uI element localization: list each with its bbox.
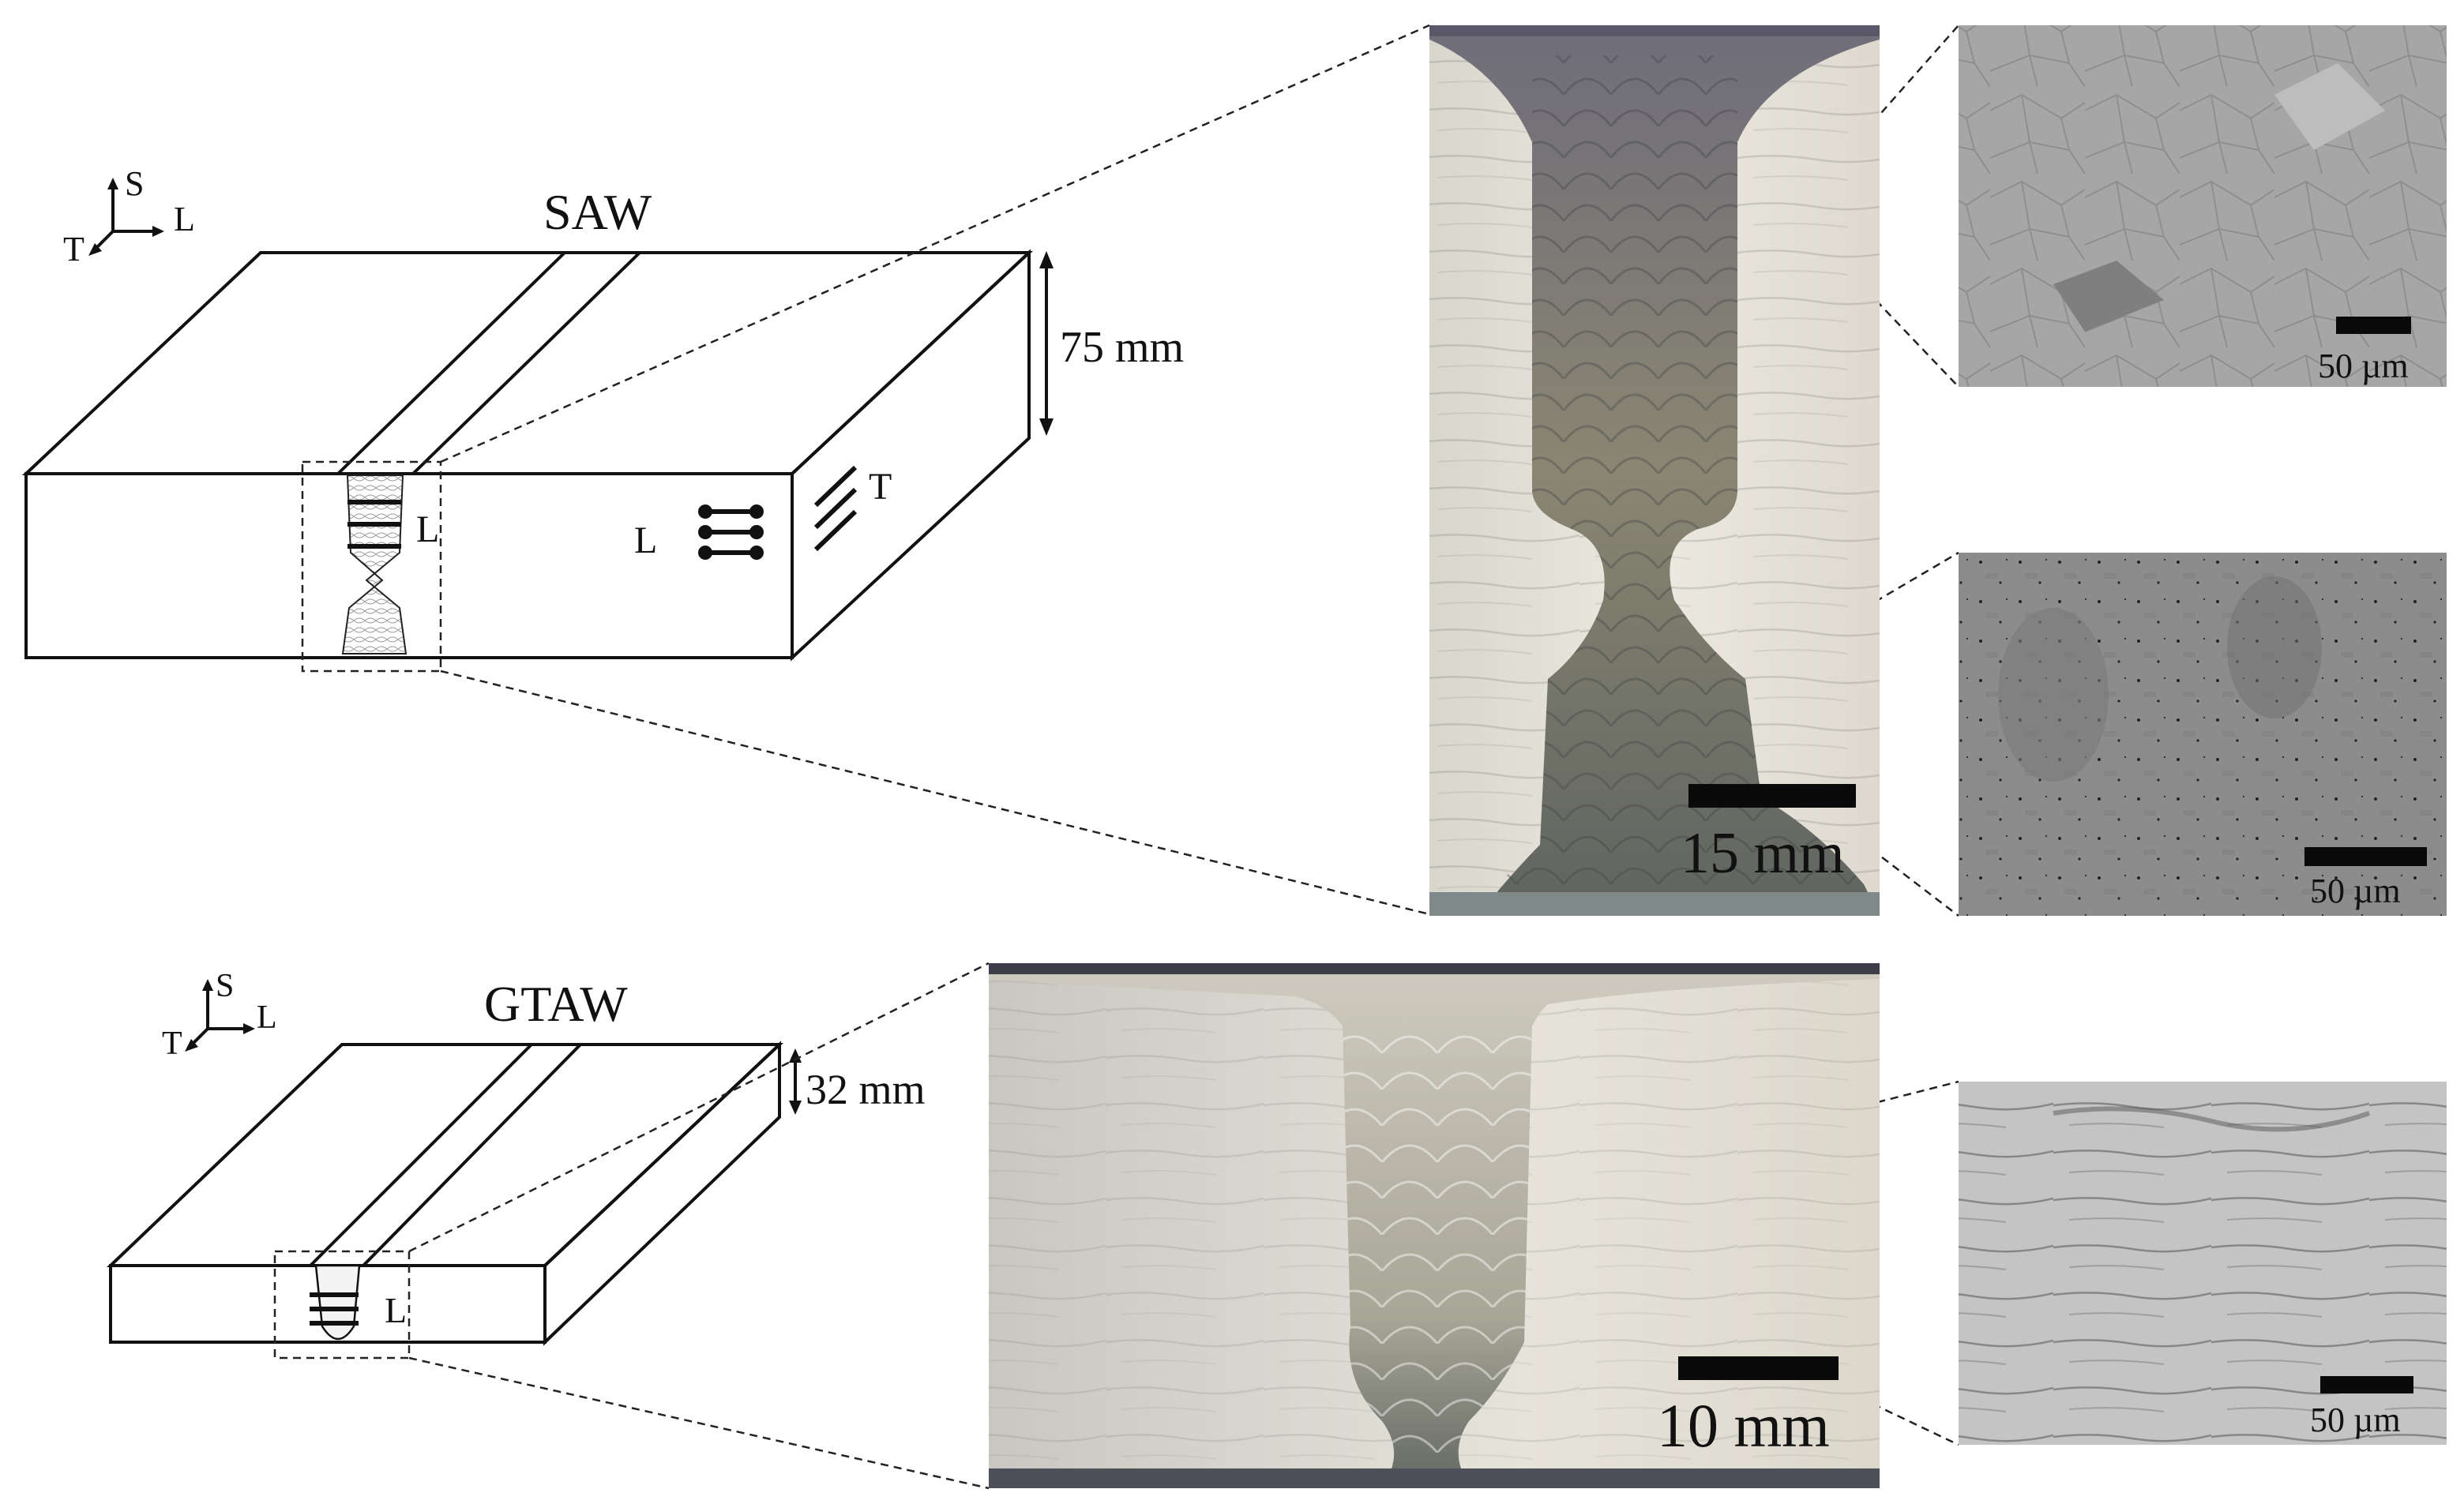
saw-micro-scale-1: 50 µm — [2318, 347, 2409, 385]
saw-axis-t: T — [63, 230, 85, 268]
saw-thickness-label: 75 mm — [1060, 323, 1184, 372]
saw-side-label-l: L — [634, 519, 657, 561]
gtaw-weld-sketch — [273, 1250, 411, 1360]
gtaw-micro-scale-1: 50 µm — [2310, 1401, 2401, 1439]
gtaw-block — [107, 1041, 784, 1346]
saw-inset-label-l: L — [416, 508, 439, 550]
gtaw-axis-s: S — [216, 968, 234, 1004]
saw-side-label-t: T — [869, 466, 892, 508]
saw-macrograph: 15 mm — [1429, 25, 1880, 916]
gtaw-axis-triad — [185, 979, 255, 1052]
gtaw-inset-label-l: L — [385, 1290, 407, 1330]
gtaw-macro-scale-label: 10 mm — [1657, 1391, 1830, 1460]
saw-t-arrows — [813, 465, 858, 552]
gtaw-thickness-label: 32 mm — [806, 1066, 926, 1113]
gtaw-title: GTAW — [484, 976, 628, 1032]
saw-macro-scale-label: 15 mm — [1681, 821, 1845, 886]
saw-micrograph-top: 50 µm — [1959, 25, 2447, 387]
saw-axis-s: S — [125, 164, 144, 203]
saw-title: SAW — [543, 184, 652, 240]
saw-block — [21, 249, 1034, 662]
gtaw-axis-l: L — [257, 1000, 277, 1036]
saw-weld-sketch — [301, 460, 442, 673]
saw-thickness-arrow — [1039, 251, 1054, 436]
saw-micro-scale-2: 50 µm — [2310, 872, 2401, 910]
saw-axis-l: L — [174, 200, 195, 238]
saw-axis-triad — [88, 178, 164, 256]
gtaw-macrograph: 10 mm — [989, 963, 1880, 1488]
saw-l-arrows — [698, 504, 764, 560]
gtaw-micrograph: 50 µm — [1959, 1082, 2447, 1445]
saw-micrograph-bottom: 50 µm — [1959, 553, 2447, 916]
gtaw-axis-t: T — [162, 1026, 182, 1062]
gtaw-thickness-arrow — [789, 1048, 802, 1115]
